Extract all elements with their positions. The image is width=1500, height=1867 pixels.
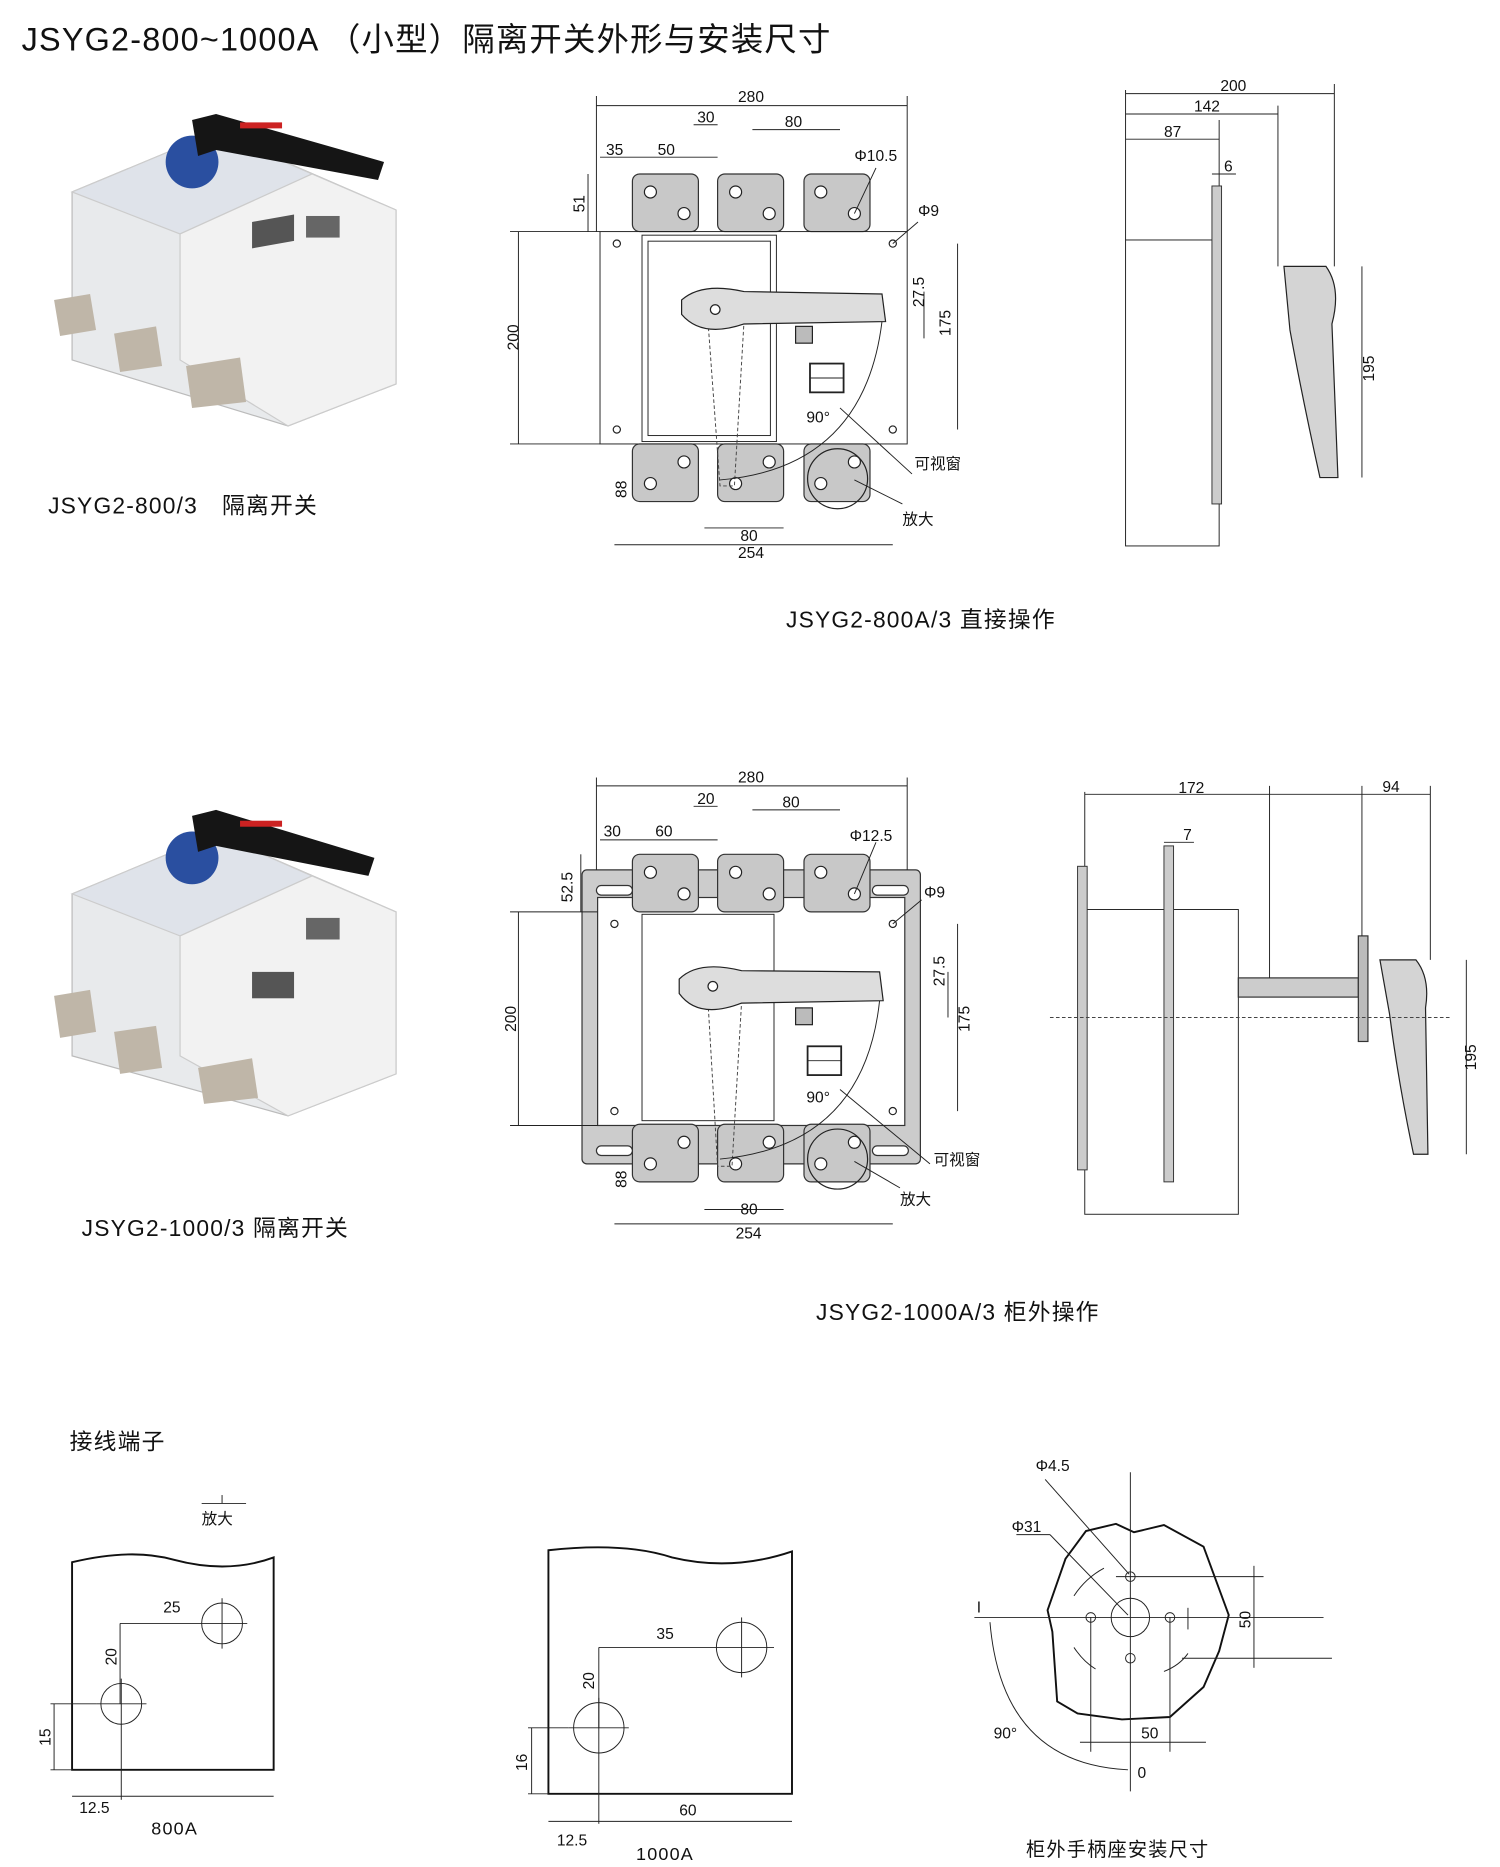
dim-51: 51 bbox=[571, 195, 588, 212]
dim-195-1000: 195 bbox=[1463, 1044, 1480, 1070]
product-photo-800 bbox=[54, 113, 397, 427]
dim-phi-31: Φ31 bbox=[1012, 1519, 1042, 1536]
product-caption-800: JSYG2-800/3 隔离开关 bbox=[48, 493, 318, 519]
dim-175-1000: 175 bbox=[957, 1006, 974, 1032]
side-view-800 bbox=[1125, 83, 1363, 547]
dim-280: 280 bbox=[738, 89, 764, 106]
dim-175: 175 bbox=[937, 310, 954, 336]
dim-35: 35 bbox=[656, 1626, 674, 1643]
dim-35: 35 bbox=[606, 142, 624, 159]
position-off: 0 bbox=[1138, 1765, 1147, 1782]
dim-6: 6 bbox=[1224, 159, 1233, 176]
window-label: 可视窗 bbox=[914, 455, 961, 473]
dim-phi-mount-1000: Φ9 bbox=[924, 885, 945, 902]
dim-195: 195 bbox=[1361, 355, 1378, 381]
dim-80-bottom: 80 bbox=[740, 528, 758, 545]
dim-phi-terminal-1000: Φ12.5 bbox=[850, 828, 893, 845]
dim-60-terminal: 60 bbox=[679, 1802, 697, 1819]
terminals-title: 接线端子 bbox=[70, 1428, 166, 1454]
dim-30: 30 bbox=[697, 109, 715, 126]
dim-50-v: 50 bbox=[1237, 1611, 1254, 1629]
dim-280-1000: 280 bbox=[738, 769, 764, 786]
dim-25: 25 bbox=[163, 1600, 181, 1617]
product-photo-1000 bbox=[54, 809, 397, 1117]
dim-20-1000t: 20 bbox=[581, 1672, 598, 1690]
dim-20-800: 20 bbox=[103, 1648, 120, 1666]
position-on: I bbox=[977, 1600, 981, 1617]
dim-254: 254 bbox=[738, 545, 764, 562]
dim-27-5: 27.5 bbox=[911, 277, 928, 308]
dim-200-side: 200 bbox=[1220, 78, 1246, 95]
dim-87: 87 bbox=[1164, 124, 1181, 141]
handle-seat-diagram bbox=[974, 1472, 1332, 1792]
dim-50-h: 50 bbox=[1141, 1726, 1159, 1743]
angle-90-1000: 90° bbox=[806, 1090, 830, 1107]
dim-30-1000: 30 bbox=[604, 823, 622, 840]
enlarge-label: 放大 bbox=[902, 510, 933, 528]
handle-seat-caption: 柜外手柄座安装尺寸 bbox=[1026, 1839, 1210, 1861]
terminal-1000a bbox=[528, 1546, 793, 1824]
dim-27-5-1000: 27.5 bbox=[931, 956, 948, 987]
terminal-label-1000a: 1000A bbox=[636, 1844, 694, 1864]
dim-16: 16 bbox=[514, 1754, 531, 1771]
enlarge-label-terminal: 放大 bbox=[202, 1510, 233, 1528]
dim-142: 142 bbox=[1194, 99, 1220, 116]
dim-phi-4-5: Φ4.5 bbox=[1036, 1458, 1070, 1475]
dim-50: 50 bbox=[658, 142, 676, 159]
dim-12-5-800: 12.5 bbox=[79, 1800, 110, 1817]
terminal-800a bbox=[50, 1495, 275, 1800]
drawing-caption-800: JSYG2-800A/3 直接操作 bbox=[786, 607, 1056, 633]
dim-88: 88 bbox=[613, 481, 630, 498]
dim-200: 200 bbox=[505, 324, 522, 350]
dim-phi-mount: Φ9 bbox=[918, 203, 939, 220]
angle-90-seat: 90° bbox=[994, 1726, 1018, 1743]
terminal-label-800a: 800A bbox=[151, 1819, 198, 1839]
dim-88-1000: 88 bbox=[613, 1171, 630, 1188]
dim-254-1000: 254 bbox=[736, 1225, 762, 1242]
front-view-800 bbox=[510, 95, 959, 546]
dim-7: 7 bbox=[1183, 827, 1192, 844]
enlarge-label-1000: 放大 bbox=[900, 1191, 931, 1209]
dim-80-top: 80 bbox=[785, 114, 803, 131]
dim-52-5: 52.5 bbox=[559, 872, 576, 903]
angle-90: 90° bbox=[806, 409, 830, 426]
front-view-1000 bbox=[510, 777, 959, 1225]
dim-phi-terminal: Φ10.5 bbox=[854, 148, 897, 165]
window-label-1000: 可视窗 bbox=[934, 1151, 981, 1169]
page-title: JSYG2-800~1000A （小型）隔离开关外形与安装尺寸 bbox=[22, 21, 832, 57]
side-view-1000 bbox=[1049, 785, 1467, 1215]
dim-15: 15 bbox=[37, 1728, 54, 1746]
dim-80-top-1000: 80 bbox=[782, 795, 800, 812]
dim-172: 172 bbox=[1178, 780, 1204, 797]
dim-200-1000: 200 bbox=[503, 1006, 520, 1032]
drawing-caption-1000: JSYG2-1000A/3 柜外操作 bbox=[816, 1299, 1100, 1325]
dim-60-1000: 60 bbox=[655, 823, 673, 840]
product-caption-1000: JSYG2-1000/3 隔离开关 bbox=[82, 1215, 349, 1241]
dim-94: 94 bbox=[1382, 779, 1400, 796]
dim-12-5-1000: 12.5 bbox=[557, 1832, 588, 1849]
dim-80-bottom-1000: 80 bbox=[740, 1201, 758, 1218]
dim-20-1000: 20 bbox=[697, 791, 715, 808]
